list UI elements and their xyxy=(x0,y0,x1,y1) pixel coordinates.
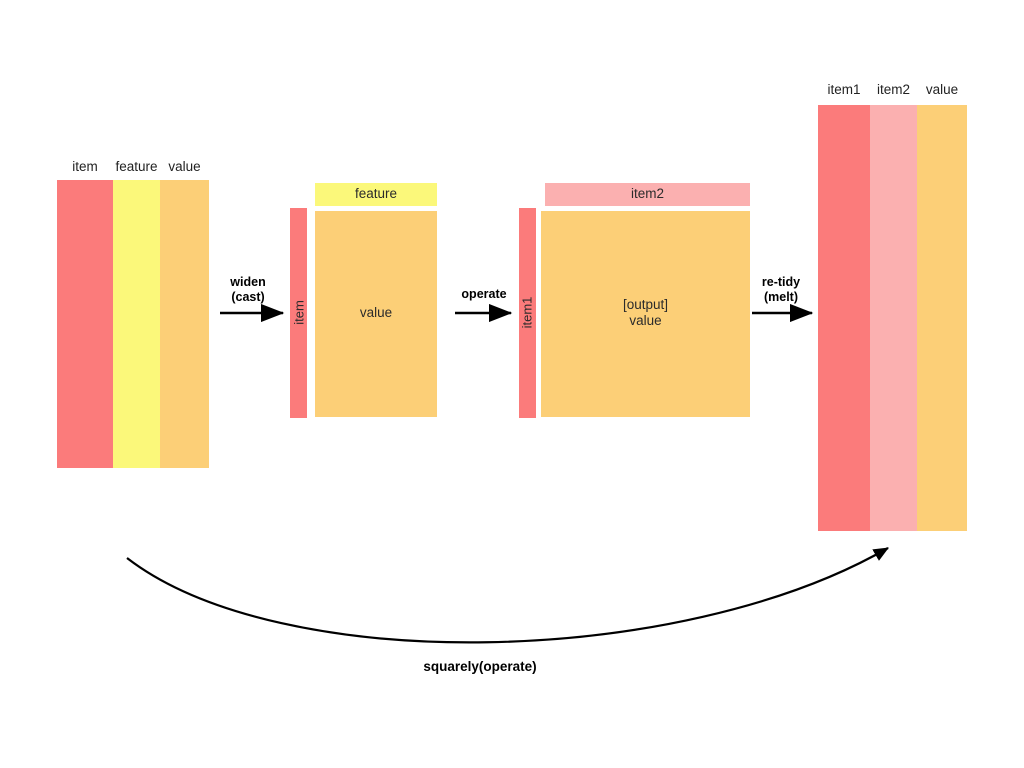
stage2-col-key-feature xyxy=(315,183,437,206)
stage4-column-value xyxy=(917,105,967,531)
stage1-column-label-feature: feature xyxy=(115,159,158,174)
stage4-column-label-value: value xyxy=(925,82,959,97)
stage4-column-label-item1: item1 xyxy=(827,82,861,97)
stage1-column-item xyxy=(57,180,113,468)
stage3-col-key-item2 xyxy=(545,183,750,206)
stage1-column-feature xyxy=(113,180,160,468)
stage3-col-key-label: item2 xyxy=(630,186,664,201)
stage2-body-value xyxy=(315,211,437,417)
stage4-column-item1 xyxy=(818,105,870,531)
squarely-operate-label: squarely(operate) xyxy=(423,659,537,674)
stage4-column-item2 xyxy=(870,105,917,531)
stage3-body-label: [output] value xyxy=(622,297,669,328)
arrow-retidy-melt-label: re-tidy (melt) xyxy=(761,275,801,304)
stage1-column-label-value: value xyxy=(168,159,201,174)
arrow-squarely-operate-curve xyxy=(126,547,889,644)
stage2-body-label: value xyxy=(359,305,393,320)
stage4-column-label-item2: item2 xyxy=(876,82,910,97)
stage3-row-key-label: item1 xyxy=(519,296,535,329)
stage2-col-key-label: feature xyxy=(354,186,398,201)
stage3-row-key-item1 xyxy=(519,208,536,418)
arrow-operate-label: operate xyxy=(461,287,507,301)
stage1-column-value xyxy=(160,180,209,468)
stage3-body-output-value xyxy=(541,211,750,417)
stage2-row-key-item xyxy=(290,208,307,418)
stage2-row-key-label: item xyxy=(291,300,307,325)
stage1-column-label-item: item xyxy=(72,159,98,174)
arrow-widen-cast-label: widen (cast) xyxy=(230,275,266,304)
